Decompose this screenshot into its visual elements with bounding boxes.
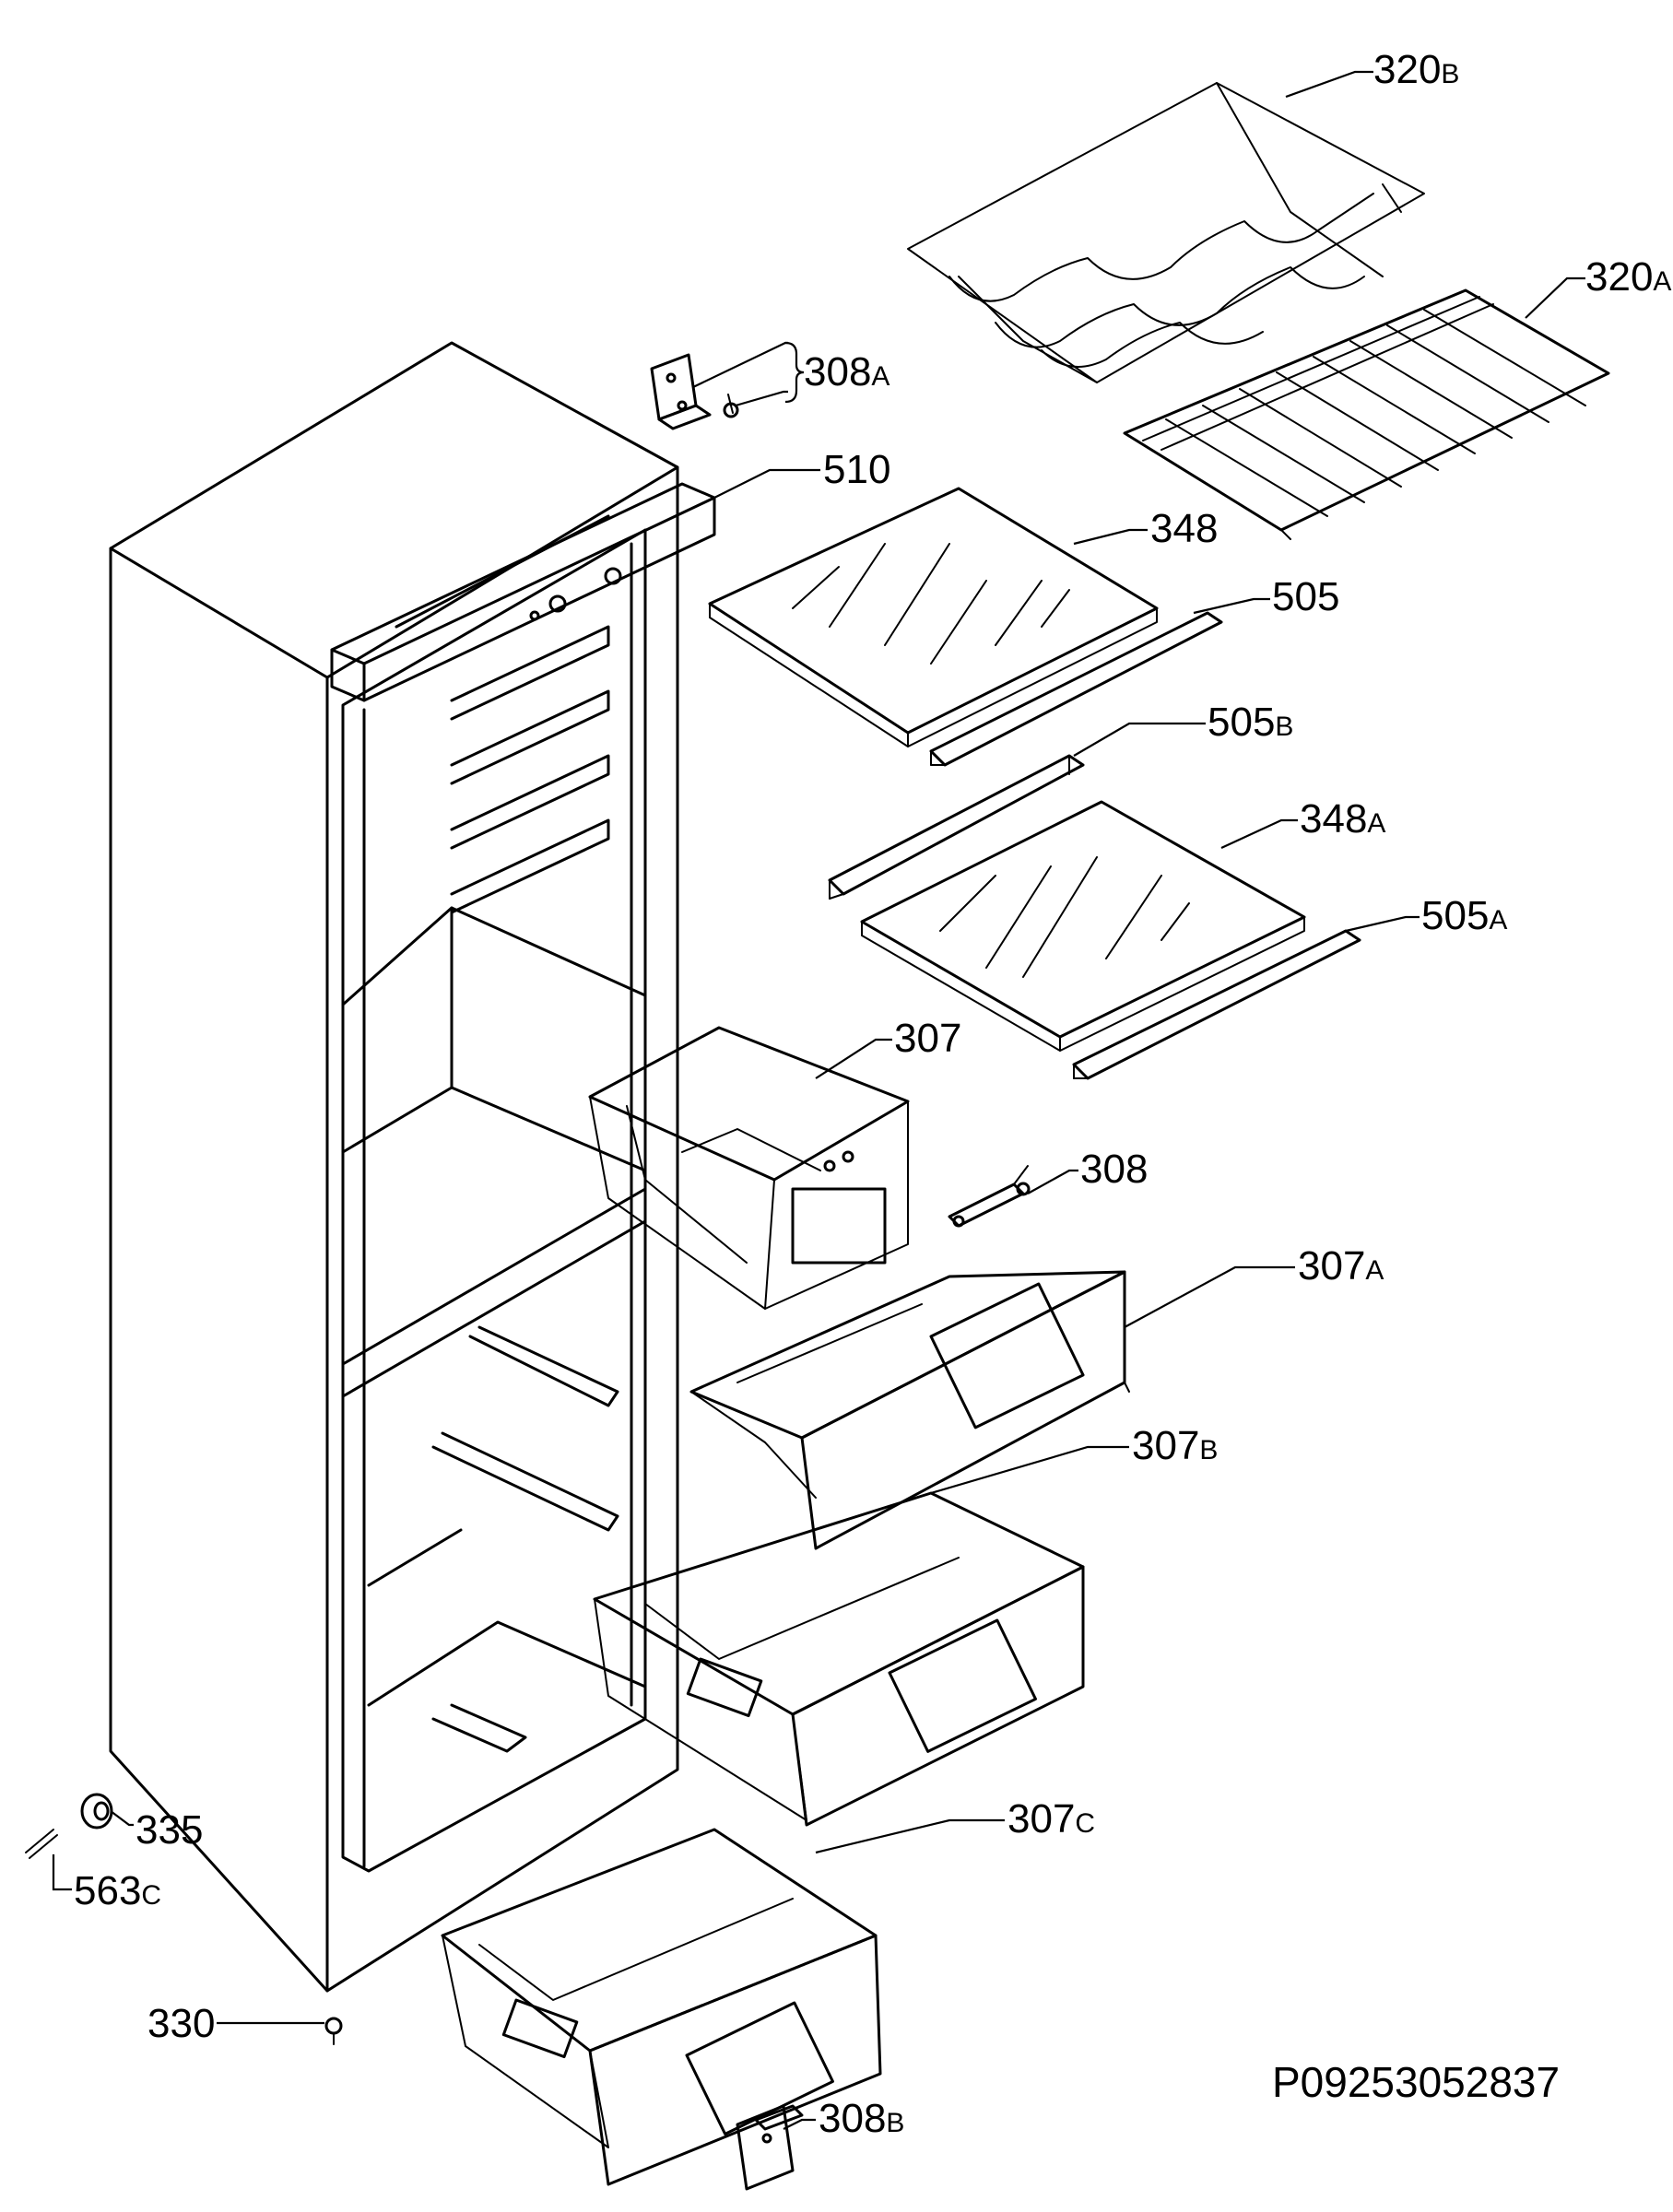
label-320a: 320A [1585, 254, 1671, 300]
shelf-trim-505b [828, 754, 1085, 900]
label-505a: 505A [1421, 893, 1507, 938]
hinge-308 [948, 1165, 1031, 1228]
shelf-trim-505a [1072, 929, 1361, 1080]
label-348a: 348A [1300, 796, 1385, 841]
shelf-trim-505 [929, 611, 1223, 767]
freezer-drawer-307a [689, 1270, 1130, 1550]
glass-shelf-348 [708, 487, 1159, 747]
label-335: 335 [135, 1807, 203, 1853]
crisper-bin-307 [588, 1026, 910, 1310]
control-panel-510 [330, 482, 716, 702]
cabinet-body [109, 341, 679, 1993]
label-307a: 307A [1298, 1243, 1384, 1288]
foot-335 [80, 1793, 113, 1830]
hinge-308a [650, 353, 739, 430]
leader-lines [52, 70, 1585, 2130]
hinge-308b [736, 2104, 804, 2191]
label-307c: 307C [1007, 1796, 1095, 1841]
pin-563c [25, 1829, 58, 1859]
freezer-drawer-307b [593, 1491, 1085, 1827]
bottle-rack-320b [907, 82, 1425, 383]
label-308b: 308B [819, 2096, 904, 2141]
wire-shelf-320a [1123, 288, 1610, 540]
label-330: 330 [147, 2001, 215, 2046]
glass-shelf-348a [860, 800, 1306, 1052]
label-308: 308 [1080, 1147, 1148, 1192]
screw-330 [324, 2017, 343, 2045]
label-563c: 563C [74, 1868, 161, 1913]
label-505: 505 [1272, 574, 1339, 619]
document-number: P09253052837 [1272, 2058, 1560, 2106]
label-307b: 307B [1132, 1423, 1218, 1468]
label-348: 348 [1150, 506, 1218, 551]
label-505b: 505B [1208, 700, 1293, 745]
freezer-drawer-307c [441, 1828, 882, 2186]
label-320b: 320B [1373, 47, 1459, 92]
label-307: 307 [894, 1016, 961, 1061]
label-308a: 308A [804, 349, 890, 394]
label-510: 510 [823, 447, 890, 492]
